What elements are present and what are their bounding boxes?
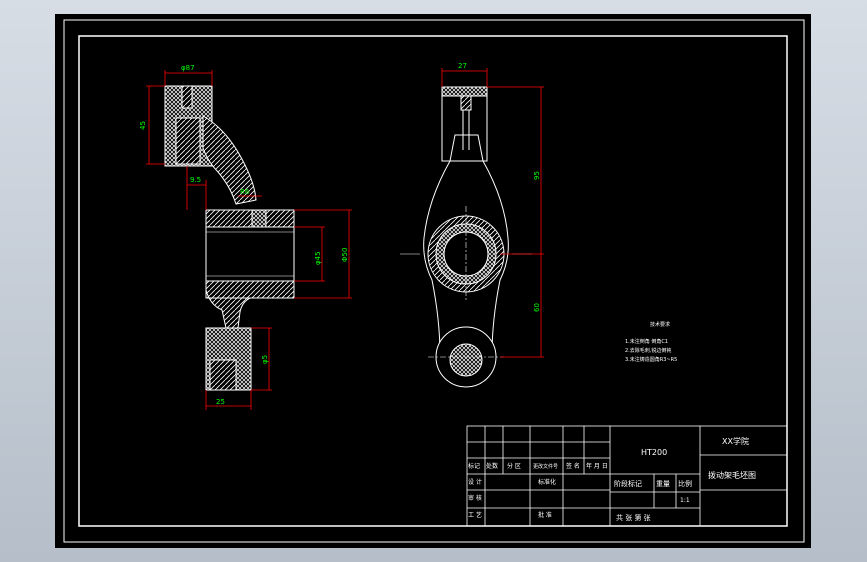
school: XX学院	[722, 436, 749, 446]
notes-line2: 2.去除毛刺,锐边倒钝	[625, 347, 671, 354]
dim-left-top-width: φ87	[181, 64, 195, 72]
drawing-canvas[interactable]: φ87 45 9.5 R6 φ45 Φ50 φ5 25	[55, 14, 811, 548]
dim-right-lower-height: 60	[533, 303, 541, 312]
curved-arm	[202, 115, 257, 205]
tb-col-date: 年 月 日	[586, 462, 608, 470]
technical-notes: 技术要求 1.未注倒角 倒角C1 2.去除毛刺,锐边倒钝 3.未注铸造圆角R3~…	[625, 321, 677, 363]
tb-col-sign: 签 名	[566, 462, 580, 470]
dim-left-bottom-width: 25	[216, 398, 225, 406]
title-block	[466, 425, 788, 527]
outer-frame	[63, 19, 805, 543]
left-section-view[interactable]	[164, 85, 295, 391]
dim-right-upper-height: 95	[533, 171, 541, 180]
notes-line1: 1.未注倒角 倒角C1	[625, 338, 668, 345]
tb-scale: 比例	[678, 479, 692, 488]
left-dimensions	[146, 70, 352, 410]
right-dimensions	[441, 68, 544, 358]
tb-sheets: 共 张 第 张	[616, 513, 651, 522]
part-name: 拨动架毛坯图	[708, 470, 756, 480]
dim-left-top-height: 45	[139, 121, 147, 130]
tb-row-std: 标准化	[538, 478, 556, 486]
tb-col-count: 处数	[486, 462, 498, 470]
dim-left-neck: R6	[240, 188, 250, 196]
notes-title: 技术要求	[650, 321, 670, 328]
right-front-view[interactable]	[400, 86, 532, 388]
tb-weight: 重量	[656, 480, 670, 488]
tb-row-design: 设 计	[468, 478, 482, 486]
arm-body	[423, 160, 451, 356]
tb-col-mark: 标记	[468, 462, 480, 470]
tb-col-docno: 更改文件号	[533, 463, 558, 470]
right-dimension-labels: 27 95 60	[458, 62, 541, 312]
inner-frame	[78, 35, 788, 527]
dim-left-bore: φ45	[314, 251, 322, 265]
material: HT200	[641, 448, 667, 457]
lower-web	[205, 289, 251, 329]
dim-left-bottom-height: φ5	[261, 355, 269, 364]
dim-left-offset: 9.5	[190, 176, 201, 184]
tb-row-approve: 批 准	[538, 511, 552, 519]
dim-left-hub-height: Φ50	[341, 248, 349, 262]
tb-scale-value: 1:1	[680, 497, 690, 504]
dim-right-top-width: 27	[458, 62, 467, 70]
tb-row-process: 工 艺	[468, 511, 482, 519]
tb-stage-mark: 阶段标记	[614, 479, 642, 488]
tb-row-check: 审 核	[468, 494, 482, 502]
left-dimension-labels: φ87 45 9.5 R6 φ45 Φ50 φ5 25	[139, 64, 349, 406]
tb-col-zone: 分 区	[507, 462, 521, 470]
title-block-text: HT200 XX学院 拨动架毛坯图 标记 处数 分 区 更改文件号 签 名 年 …	[468, 436, 756, 522]
notes-line3: 3.未注铸造圆角R3~R5	[625, 356, 677, 363]
